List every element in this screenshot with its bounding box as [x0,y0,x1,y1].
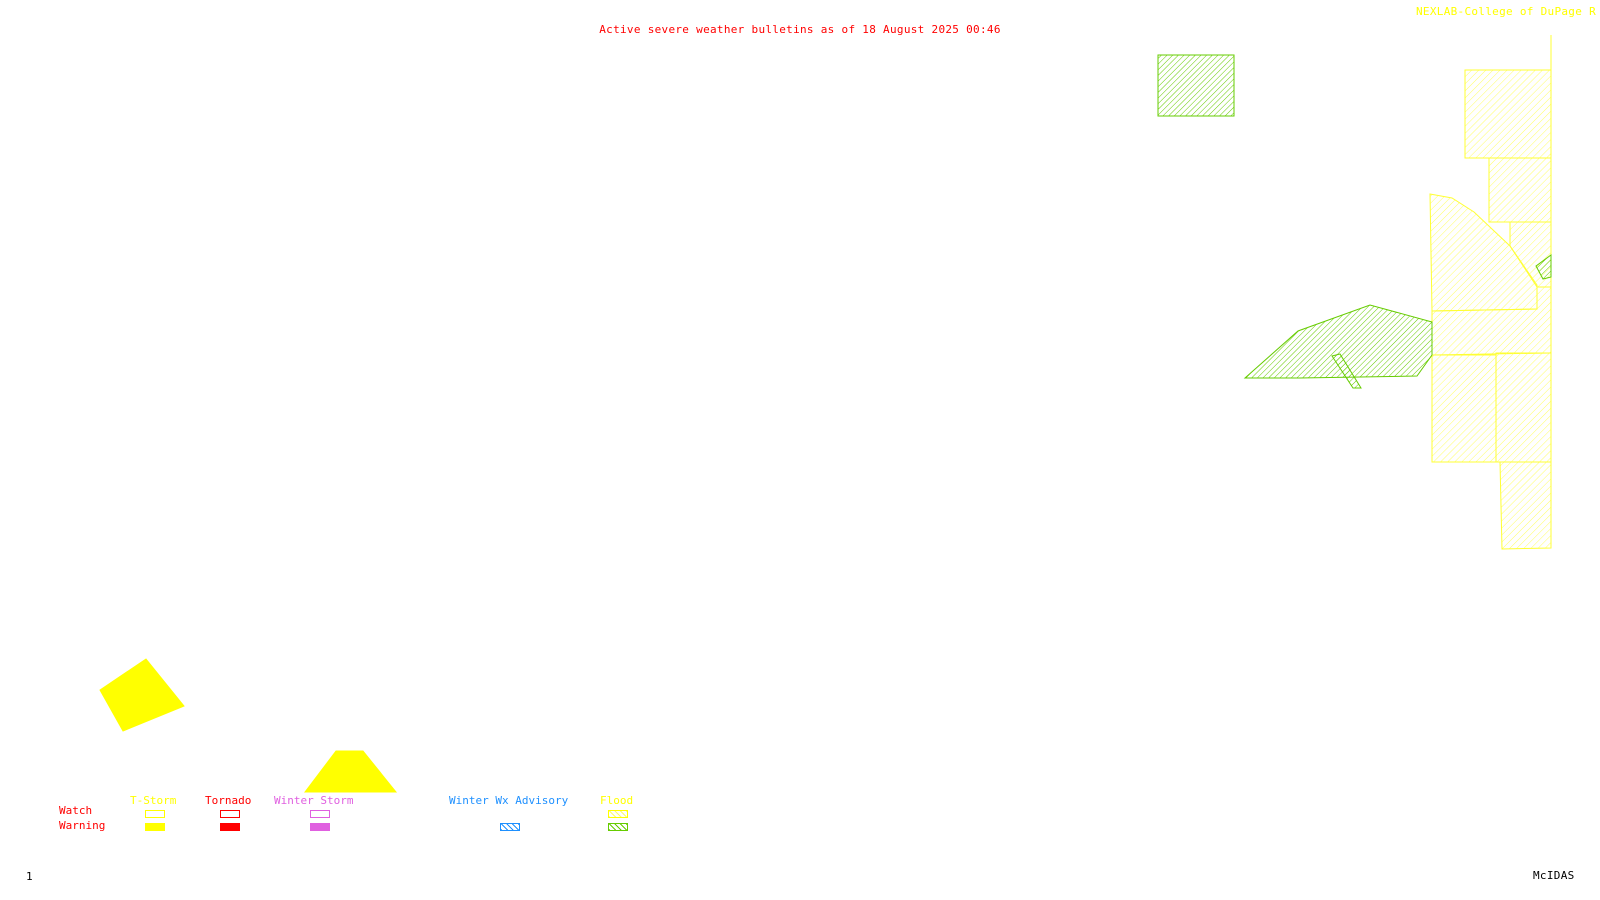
legend-swatch-winter-storm-watch [310,810,330,818]
software-label: McIDAS [1533,869,1575,882]
flood-warning-polygon [1157,54,1235,117]
legend-header-winter-wx-advisory: Winter Wx Advisory [449,794,569,807]
legend-row-watch: Watch [59,804,93,817]
flood-watch-area [1429,35,1552,550]
frame-number: 1 [26,870,33,883]
credit-label: NEXLAB-College of DuPage R [1416,5,1596,18]
legend-swatch-flood-warning [608,823,628,831]
legend-swatch-tornado-watch [220,810,240,818]
flood-watch-county [1488,157,1552,223]
flood-watch-county [1431,354,1497,463]
flood-watch-county [1464,69,1552,159]
legend-swatch-winter-storm-warning [310,823,330,831]
legend-swatch-winter-wx-advisory [500,823,520,831]
flood-warning-polygon [1331,353,1362,389]
flood-warning-areas [1157,54,1552,389]
tstorm-warning-areas [99,658,398,793]
legend-header-flood: Flood [600,794,634,807]
legend-swatch-tornado-warning [220,823,240,831]
flood-warning-polygon [1243,304,1433,379]
tstorm-warning-polygon [303,750,398,793]
map-title: Active severe weather bulletins as of 18… [599,23,1001,36]
legend-header-tstorm: T-Storm [130,794,177,807]
flood-watch-county [1499,461,1552,550]
legend-swatch-flood-watch [608,810,628,818]
tstorm-warning-polygon [99,658,185,732]
legend-swatch-tstorm-warning [145,823,165,831]
flood-watch-county [1495,352,1552,463]
flood-warning-polygon [1535,254,1552,280]
legend-header-winter-storm: Winter Storm [274,794,354,807]
legend-header-tornado: Tornado [205,794,252,807]
legend-swatch-tstorm-watch [145,810,165,818]
legend-row-warning: Warning [59,819,106,832]
